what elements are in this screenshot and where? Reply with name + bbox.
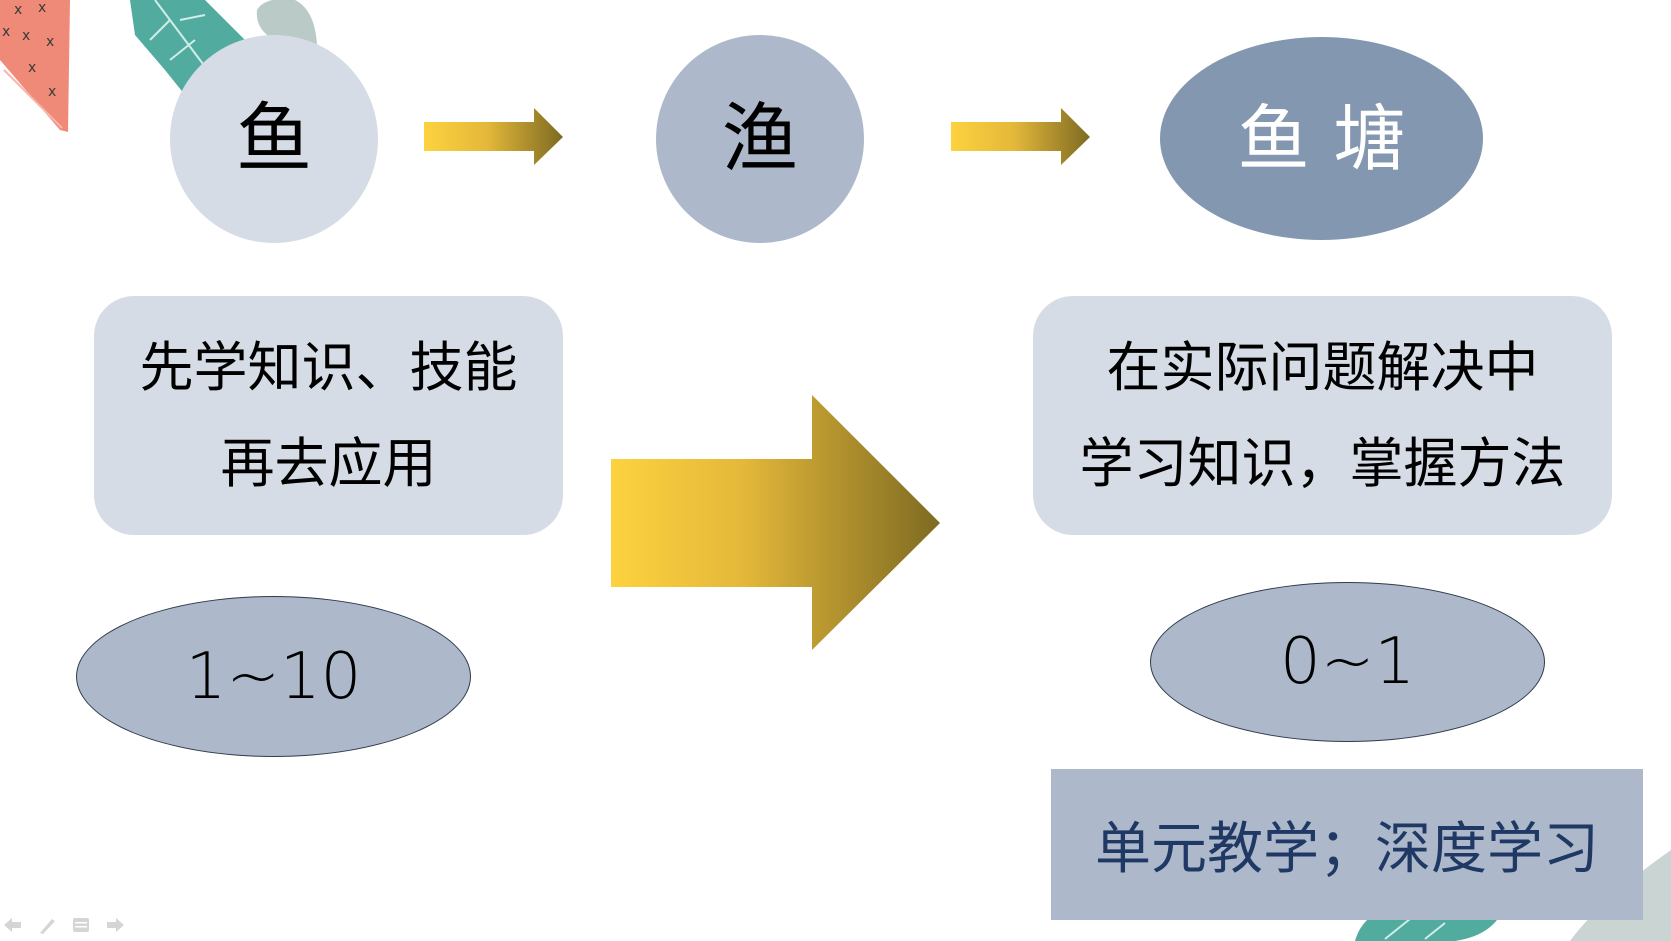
svg-text:x: x bbox=[2, 24, 10, 40]
arrow-left-icon[interactable] bbox=[4, 916, 22, 934]
svg-text:x: x bbox=[48, 84, 56, 100]
small-arrow-1 bbox=[424, 108, 563, 165]
card-line: 学习知识，掌握方法 bbox=[1079, 431, 1566, 495]
svg-text:x: x bbox=[28, 60, 36, 76]
pen-icon[interactable] bbox=[38, 916, 56, 934]
traditional-approach-card: 先学知识、技能 再去应用 bbox=[94, 296, 563, 535]
card-line: 在实际问题解决中 bbox=[1106, 335, 1539, 399]
menu-icon[interactable] bbox=[72, 916, 90, 934]
arrow-right-icon[interactable] bbox=[106, 916, 124, 934]
summary-box: 单元教学；深度学习 bbox=[1051, 769, 1643, 920]
big-transition-arrow bbox=[611, 395, 940, 650]
stage-pond-label: 鱼塘 bbox=[1237, 96, 1430, 181]
svg-text:x: x bbox=[38, 0, 46, 16]
summary-label: 单元教学；深度学习 bbox=[1095, 817, 1599, 882]
right-range-label: 0~1 bbox=[1279, 625, 1416, 699]
stage-fish-label: 鱼 bbox=[236, 94, 312, 183]
stage-fishing-label: 渔 bbox=[722, 94, 798, 183]
card-line: 再去应用 bbox=[220, 431, 437, 495]
svg-text:x: x bbox=[14, 2, 22, 18]
svg-text:x: x bbox=[22, 28, 30, 44]
svg-text:x: x bbox=[46, 34, 54, 50]
left-range-label: 1~10 bbox=[185, 639, 362, 714]
left-range-ellipse: 1~10 bbox=[76, 596, 471, 757]
problem-based-approach-card: 在实际问题解决中 学习知识，掌握方法 bbox=[1033, 296, 1612, 535]
right-range-ellipse: 0~1 bbox=[1150, 582, 1545, 742]
stage-pond-ellipse: 鱼塘 bbox=[1160, 37, 1483, 240]
stage-fish-circle: 鱼 bbox=[170, 35, 378, 243]
card-line: 先学知识、技能 bbox=[139, 335, 518, 399]
small-arrow-2 bbox=[951, 108, 1090, 165]
stage-fishing-circle: 渔 bbox=[656, 35, 864, 243]
